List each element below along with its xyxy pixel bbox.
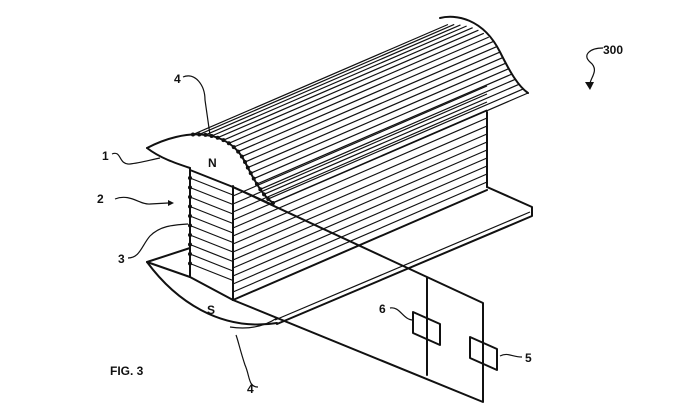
callout-3: 3 (118, 252, 125, 266)
north-pole-label: N (208, 156, 217, 170)
conductor-dot (236, 149, 241, 154)
web-line (232, 157, 488, 269)
coil-turn (189, 253, 234, 272)
web-line (232, 93, 488, 205)
web-line (232, 125, 488, 237)
conductor-dot (245, 165, 250, 170)
conductor-dot (226, 141, 231, 146)
coil-dot (188, 223, 192, 228)
coil-dot (188, 176, 192, 180)
arch-line (237, 41, 494, 153)
arch-line (217, 27, 473, 139)
arch-line (223, 29, 479, 141)
coil-turn (189, 215, 234, 234)
component-5-box (469, 336, 498, 371)
callout-5: 5 (525, 351, 532, 365)
conductor-dot (251, 176, 256, 181)
coil-turns (188, 176, 234, 282)
conductor-dot (221, 138, 226, 143)
conductor-dot (254, 182, 259, 187)
arch-line (247, 57, 504, 169)
web-line (232, 173, 488, 285)
conductor-dot (239, 154, 244, 159)
arch-line (260, 78, 516, 190)
arch-striations (192, 23, 529, 204)
arch-line (241, 46, 498, 158)
conductor-dot (190, 132, 195, 137)
conductor-dot (258, 187, 263, 192)
web-line (232, 101, 488, 213)
conductor-dot (209, 134, 214, 139)
conductor-dot (231, 145, 236, 150)
arch-line (233, 36, 490, 148)
web-line (232, 117, 488, 229)
coil-dot (188, 185, 192, 190)
web-line (232, 85, 488, 197)
arch-line (205, 24, 461, 136)
web-line (232, 149, 488, 261)
figure-caption: FIG. 3 (110, 364, 144, 378)
web-line (232, 165, 488, 277)
conductor-dots-top (190, 132, 275, 205)
arch-line (211, 25, 467, 137)
coil-turn (189, 205, 234, 225)
arch-line (253, 68, 509, 180)
south-pole-label: S (207, 303, 215, 317)
coil-turn (189, 177, 234, 196)
reference-number: 300 (603, 43, 623, 57)
external-circuit (232, 186, 498, 403)
conductor-dot (215, 135, 220, 140)
coil-turn (189, 186, 234, 206)
web-line (232, 133, 488, 245)
coil-turn (189, 243, 234, 263)
south-pole-cap (146, 247, 278, 329)
conductor-dot (197, 132, 202, 137)
conductor-dot (248, 171, 253, 176)
coil-dot (188, 242, 192, 247)
arch-line (192, 23, 449, 136)
callout-6: 6 (379, 302, 386, 316)
conductor-dot (262, 192, 267, 197)
coil-turn (189, 196, 234, 215)
arch-line (198, 23, 455, 135)
callout-4-top: 4 (174, 72, 181, 86)
web-striations (232, 85, 488, 293)
callout-4-bottom: 4 (247, 382, 254, 396)
coil-dot (188, 252, 192, 256)
coil-dot (188, 233, 192, 237)
web-and-flange (232, 85, 533, 325)
conductor-dot (243, 160, 248, 165)
conductor-dot (266, 196, 271, 201)
web-line (232, 141, 488, 253)
conductor-dot (203, 132, 208, 137)
arch-line (263, 83, 520, 195)
arch-line (244, 51, 501, 163)
coil-dot (188, 261, 192, 266)
callout-1: 1 (102, 149, 109, 163)
arch-line (272, 92, 529, 204)
north-pole-arch (146, 15, 529, 206)
callout-2: 2 (97, 192, 104, 206)
arch-line (250, 62, 506, 174)
coil-turn (189, 234, 234, 253)
coil-dot (188, 204, 192, 209)
coil-turn (189, 224, 234, 244)
coil-turn (189, 262, 234, 282)
leader-lines (111, 47, 604, 388)
arch-line (256, 73, 513, 185)
component-6-box (412, 311, 441, 346)
web-line (232, 181, 488, 293)
arch-line (228, 32, 485, 144)
arch-line (267, 88, 524, 200)
coil-dot (188, 214, 192, 218)
coil-winding (188, 167, 234, 301)
coil-dot (188, 195, 192, 199)
